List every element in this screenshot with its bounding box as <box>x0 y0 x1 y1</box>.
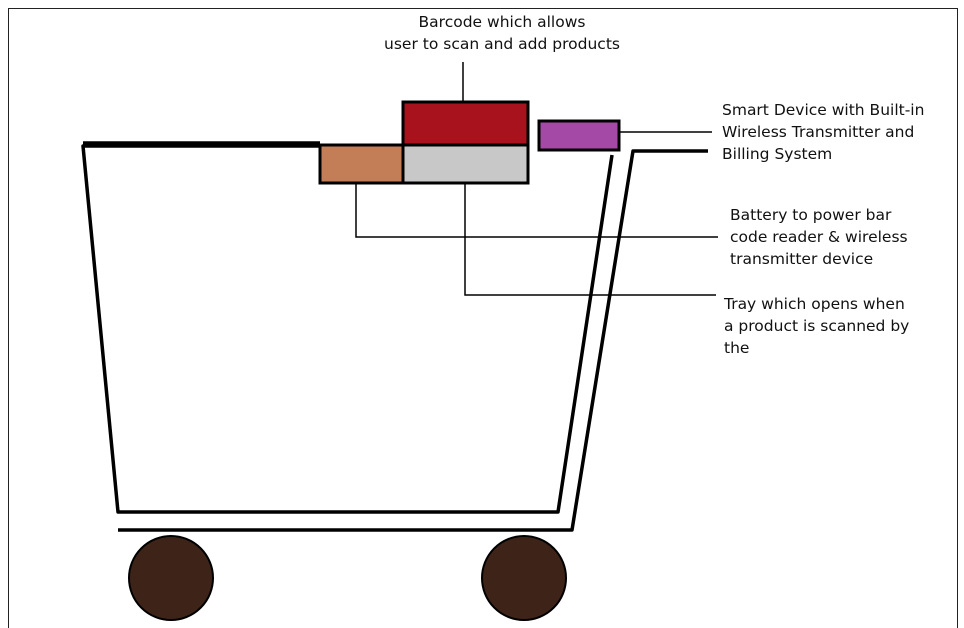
battery-block <box>320 145 403 183</box>
battery-label: Battery to power bar code reader & wirel… <box>730 204 908 270</box>
cart-handle <box>118 151 708 530</box>
tray-label: Tray which opens when a product is scann… <box>724 293 909 359</box>
cart-basket <box>83 143 612 512</box>
smart-device-label: Smart Device with Built-in Wireless Tran… <box>722 99 924 165</box>
barcode-block <box>403 102 528 146</box>
smart-device-block <box>539 121 619 150</box>
cart-wheel-left <box>129 536 213 620</box>
tray-leader-line <box>465 183 716 295</box>
tray-block <box>403 145 528 183</box>
battery-leader-line <box>356 183 718 237</box>
cart-wheel-right <box>482 536 566 620</box>
barcode-label: Barcode which allows user to scan and ad… <box>352 11 652 55</box>
